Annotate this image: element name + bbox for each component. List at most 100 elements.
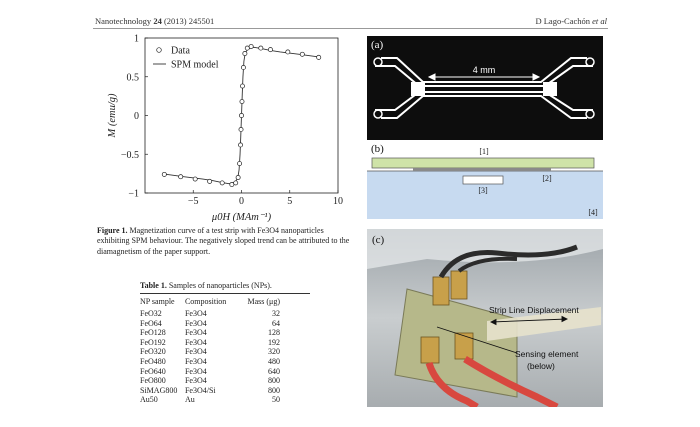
data-point xyxy=(235,175,241,180)
cell-composition: Fe3O4/Si xyxy=(184,385,216,395)
sensing-pointer xyxy=(436,326,518,354)
data-point xyxy=(267,47,273,53)
col-composition: Composition xyxy=(184,297,227,306)
panel-c-photo: Strip Line Displacement Sensing element … xyxy=(367,229,603,407)
x-tick-label: 5 xyxy=(287,196,292,207)
cell-np-sample: SiMAG800 xyxy=(140,385,178,395)
data-point xyxy=(219,180,225,186)
light-glare xyxy=(367,229,603,269)
legend-label-model: SPM model xyxy=(171,60,219,71)
sma-connector-bottom-right xyxy=(454,332,474,360)
cell-mass: 800 xyxy=(268,385,280,395)
x-axis-label: μ0H (MAm⁻¹) xyxy=(211,212,272,222)
pad-top-right xyxy=(585,57,595,67)
legend-marker-data xyxy=(156,47,162,53)
panel-a-label: (a) xyxy=(371,39,384,51)
annotation-below: (below) xyxy=(527,361,555,371)
data-point xyxy=(238,142,243,148)
cell-composition: Fe3O4 xyxy=(184,309,207,318)
data-point xyxy=(239,99,245,105)
authors-etal: et al xyxy=(592,16,607,26)
authors-header: D Lago-Cachón et al xyxy=(535,16,607,26)
cell-mass: 128 xyxy=(268,328,280,338)
sample-well xyxy=(462,175,504,185)
cell-mass: 480 xyxy=(268,356,280,366)
dimension-arrow xyxy=(427,73,541,81)
data-point xyxy=(161,171,167,177)
cell-mass: 800 xyxy=(268,376,280,386)
annotation-sensing-element: Sensing element xyxy=(515,349,579,359)
cell-np-sample: FeO800 xyxy=(140,376,166,386)
red-cable-left xyxy=(425,361,479,407)
table1-title: Table 1. Samples of nanoparticles (NPs). xyxy=(140,281,272,290)
table-row: FeO480 Fe3O4 480 xyxy=(140,357,310,367)
y-tick-label: −1 xyxy=(128,189,139,200)
part-label-1: [1] xyxy=(479,147,489,156)
data-point xyxy=(178,174,184,180)
data-point xyxy=(237,161,243,166)
data-point xyxy=(192,176,198,182)
table1-label: Table 1. xyxy=(140,281,167,290)
cell-mass: 640 xyxy=(268,366,280,376)
cell-np-sample: FeO640 xyxy=(140,366,166,376)
cell-composition: Au xyxy=(184,395,195,405)
cell-np-sample: FeO480 xyxy=(140,356,166,366)
table1-title-text: Samples of nanoparticles (NPs). xyxy=(168,281,272,290)
panel-a-strip-layout: 4 mm (a) xyxy=(367,36,603,140)
data-point xyxy=(239,113,244,118)
cell-mass: 320 xyxy=(268,347,280,357)
data-point xyxy=(238,126,244,132)
displacement-arrow xyxy=(489,315,569,326)
figure1-caption-text: Magnetization curve of a test strip with… xyxy=(97,226,350,256)
y-tick-label: −0.5 xyxy=(121,150,139,161)
cell-composition: Fe3O4 xyxy=(184,356,207,366)
right-contact-block xyxy=(543,82,557,96)
sma-connector-top-left xyxy=(432,276,450,306)
black-cable xyxy=(438,244,578,279)
y-tick-label: 0.5 xyxy=(127,72,140,83)
data-point xyxy=(242,51,248,56)
cell-np-sample: FeO128 xyxy=(140,328,166,338)
cell-np-sample: FeO32 xyxy=(140,309,162,318)
cell-composition: Fe3O4 xyxy=(184,318,207,328)
substrate-layer xyxy=(371,157,595,169)
authors: D Lago-Cachón xyxy=(535,16,590,26)
cell-np-sample: Au50 xyxy=(140,395,158,405)
data-point xyxy=(207,178,213,184)
data-point xyxy=(233,180,239,186)
table-row: SiMAG800 Fe3O4/Si 800 xyxy=(140,386,310,396)
col-np-sample: NP sample xyxy=(140,297,175,306)
cell-mass: 192 xyxy=(268,337,280,347)
x-tick-label: 10 xyxy=(333,196,343,207)
panel-c-label: (c) xyxy=(372,234,385,246)
legend-label-data: Data xyxy=(171,46,190,57)
cell-composition: Fe3O4 xyxy=(184,328,207,338)
data-point xyxy=(316,54,322,60)
panel-a-background xyxy=(367,36,603,140)
sma-connector-top-right xyxy=(450,270,468,300)
journal-year-article: (2013) 245501 xyxy=(163,16,215,26)
journal-volume: 24 xyxy=(153,16,162,26)
cell-composition: Fe3O4 xyxy=(184,376,207,386)
pad-top-left xyxy=(373,57,383,67)
data-point xyxy=(240,65,246,70)
strip-line-paper xyxy=(487,307,601,341)
table-header-row: NP sample Composition Mass (μg) xyxy=(140,296,310,309)
table-row: FeO128 Fe3O4 128 xyxy=(140,328,310,338)
cell-np-sample: FeO64 xyxy=(140,318,162,328)
x-tick-label: −5 xyxy=(188,196,199,207)
part-label-4: [4] xyxy=(588,208,598,217)
dimension-label: 4 mm xyxy=(473,65,496,75)
figure1-caption: Figure 1. Magnetization curve of a test … xyxy=(97,226,357,257)
panel-b-label: (b) xyxy=(371,143,384,155)
cell-composition: Fe3O4 xyxy=(184,337,207,347)
data-point xyxy=(299,51,305,57)
col-mass: Mass (μg) xyxy=(247,297,280,306)
header-rule xyxy=(93,28,608,29)
